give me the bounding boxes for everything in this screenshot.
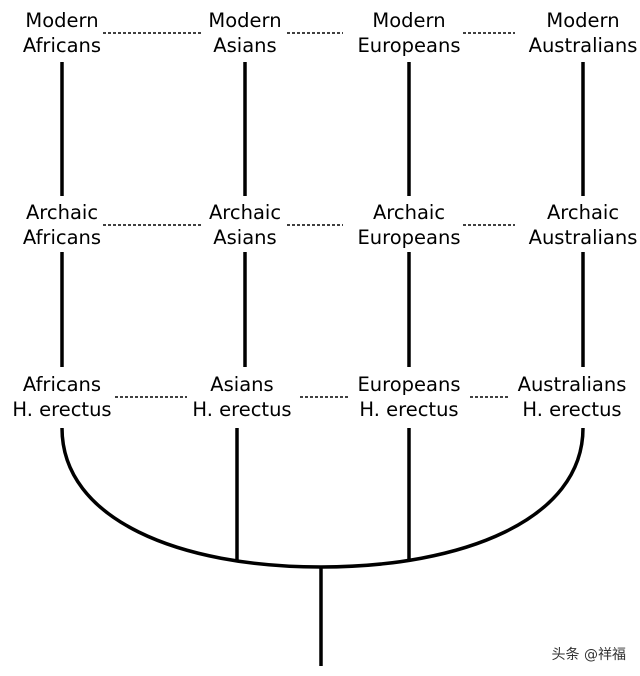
common-ancestor-arc [60,427,585,569]
node-label-archaic: Archaic [26,201,98,224]
node-label-archaic: Asians [213,226,276,249]
node-label-erectus: H. erectus [522,398,621,421]
node-label-archaic: Europeans [357,226,460,249]
labels: ModernAfricansModernAsiansModernEuropean… [12,9,637,421]
node-label-erectus: H. erectus [192,398,291,421]
node-label-erectus: Asians [210,373,273,396]
node-label-modern: Modern [208,9,281,32]
node-label-erectus: Europeans [357,373,460,396]
node-label-archaic: Archaic [209,201,281,224]
node-label-modern: Africans [23,34,101,57]
node-label-archaic: Archaic [547,201,619,224]
node-label-modern: Australians [529,34,638,57]
node-label-archaic: Archaic [373,201,445,224]
node-label-modern: Asians [213,34,276,57]
node-label-modern: Modern [372,9,445,32]
node-label-modern: Modern [546,9,619,32]
watermark: 头条 @祥福 [551,647,626,663]
node-label-modern: Modern [25,9,98,32]
node-label-erectus: H. erectus [359,398,458,421]
node-label-archaic: Australians [529,226,638,249]
gene-flow-lines [103,32,515,398]
node-label-modern: Europeans [357,34,460,57]
lineage-lines [60,62,585,666]
node-label-erectus: Australians [518,373,627,396]
node-label-erectus: H. erectus [12,398,111,421]
node-label-erectus: Africans [23,373,101,396]
node-label-archaic: Africans [23,226,101,249]
